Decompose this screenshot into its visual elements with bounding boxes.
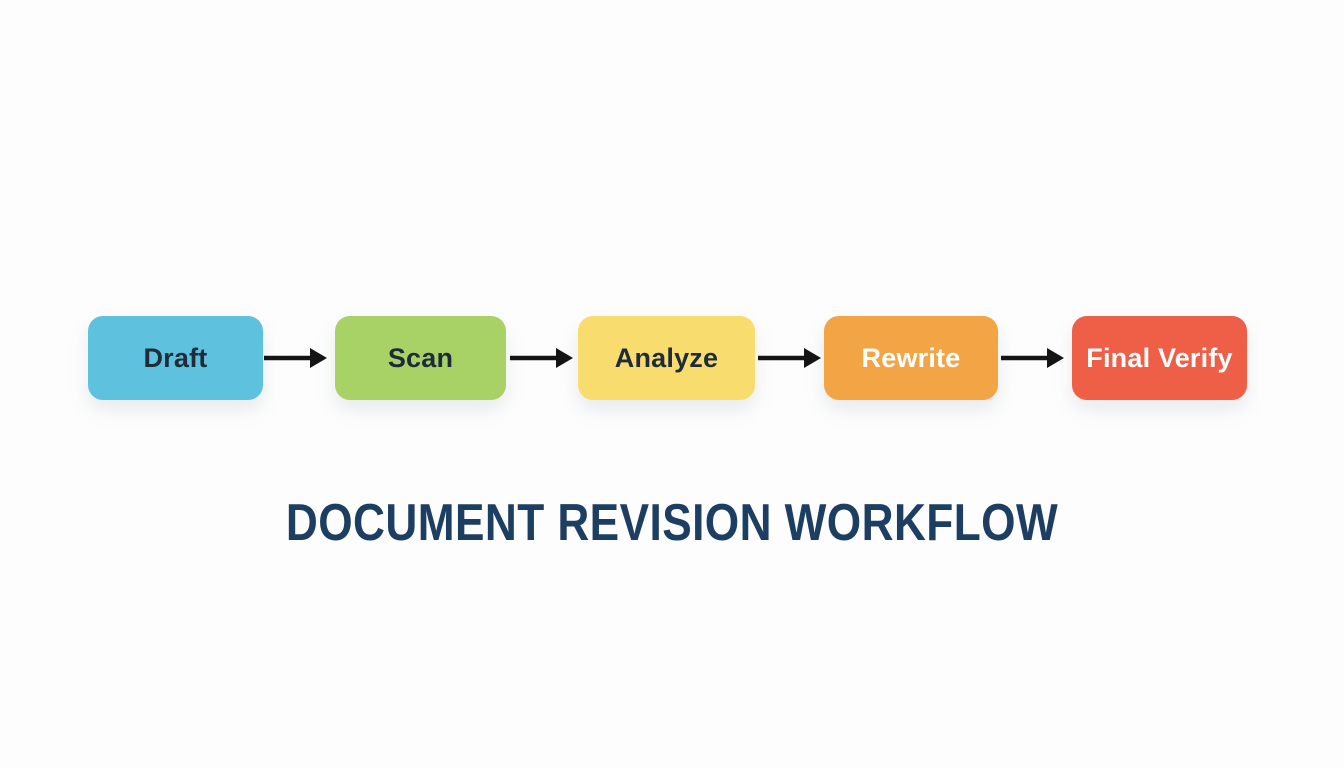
arrow-right-icon	[510, 345, 574, 371]
arrow-right-icon	[758, 345, 822, 371]
step-label-final-verify: Final Verify	[1086, 342, 1233, 373]
step-label-analyze: Analyze	[614, 342, 719, 373]
arrow-right-icon	[1001, 345, 1065, 371]
step-label-draft: Draft	[143, 342, 208, 373]
step-node-draft: Draft	[88, 316, 263, 400]
diagram-title: DOCUMENT REVISION WORKFLOW	[285, 494, 1059, 552]
step-node-final-verify: Final Verify	[1072, 316, 1247, 400]
step-node-scan: Scan	[335, 316, 506, 400]
step-node-analyze: Analyze	[578, 316, 755, 400]
arrow-right-icon	[264, 345, 328, 371]
step-node-rewrite: Rewrite	[824, 316, 998, 400]
step-label-rewrite: Rewrite	[861, 342, 961, 373]
step-label-scan: Scan	[387, 342, 454, 373]
